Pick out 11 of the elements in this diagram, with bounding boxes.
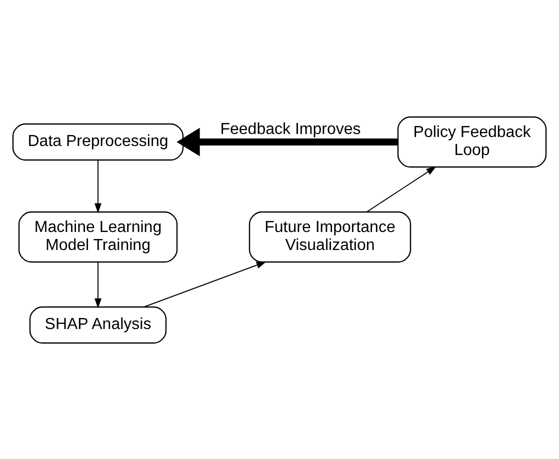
node-box: SHAP Analysis <box>29 306 167 344</box>
node-box: Policy Feedback Loop <box>397 116 547 168</box>
arrow <box>144 261 266 307</box>
node-box: Data Preprocessing <box>12 122 184 160</box>
arrow <box>94 261 102 308</box>
node-box: Machine Learning Model Training <box>18 210 178 262</box>
arrow <box>366 166 436 212</box>
arrow <box>176 127 398 156</box>
node-box: Future Importance Visualization <box>248 210 412 262</box>
edge-label: Feedback Improves <box>220 120 361 138</box>
arrow <box>94 159 102 213</box>
